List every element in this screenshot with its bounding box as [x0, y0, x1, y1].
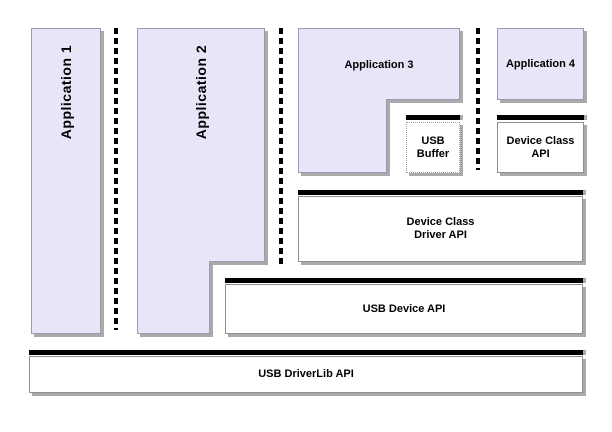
usb-device-api-block: USB Device API	[225, 278, 583, 334]
dashed-separator-1	[114, 28, 118, 330]
application-4-label: Application 4	[505, 58, 576, 70]
usb-buffer-block: USB Buffer	[406, 115, 460, 173]
application-4-box: Application 4	[497, 28, 584, 100]
usb-driverlib-api-box: USB DriverLib API	[29, 356, 583, 393]
device-class-driver-api-top-bar	[298, 190, 583, 195]
application-3-notch-edge	[386, 99, 459, 100]
application-3-box: Application 3	[298, 28, 460, 100]
device-class-api-label: Device Class API	[506, 134, 575, 160]
device-class-driver-api-box: Device Class Driver API	[298, 196, 583, 262]
usb-device-api-top-bar	[225, 278, 583, 283]
usb-device-api-box: USB Device API	[225, 284, 583, 334]
application-2-box-lower	[137, 262, 210, 334]
application-1-box: Application 1	[31, 28, 101, 334]
application-1-label: Application 1	[58, 44, 74, 140]
device-class-driver-api-block: Device Class Driver API	[298, 190, 583, 262]
usb-buffer-label: USB Buffer	[416, 134, 450, 160]
application-3-box-lower	[298, 100, 387, 173]
application-2-notch-edge	[209, 261, 264, 262]
device-class-api-block: Device Class API	[497, 115, 584, 173]
usb-device-api-label: USB Device API	[362, 302, 446, 315]
usb-driverlib-api-block: USB DriverLib API	[29, 350, 583, 393]
application-1-label-wrap: Application 1	[32, 37, 100, 147]
usb-driverlib-api-top-bar	[29, 350, 583, 355]
application-3-label: Application 3	[344, 58, 414, 71]
device-class-driver-api-label: Device Class Driver API	[406, 216, 475, 241]
dashed-separator-2	[279, 28, 283, 264]
dashed-separator-3	[476, 28, 480, 170]
application-2-label-wrap: Application 2	[138, 37, 264, 147]
application-2-box: Application 2	[137, 28, 265, 262]
application-2-label: Application 2	[193, 44, 209, 140]
device-class-api-box: Device Class API	[497, 122, 584, 173]
device-class-api-top-bar	[497, 115, 584, 120]
usb-buffer-top-bar	[406, 115, 460, 120]
usb-buffer-box: USB Buffer	[406, 122, 460, 173]
usb-driverlib-api-label: USB DriverLib API	[258, 368, 354, 380]
